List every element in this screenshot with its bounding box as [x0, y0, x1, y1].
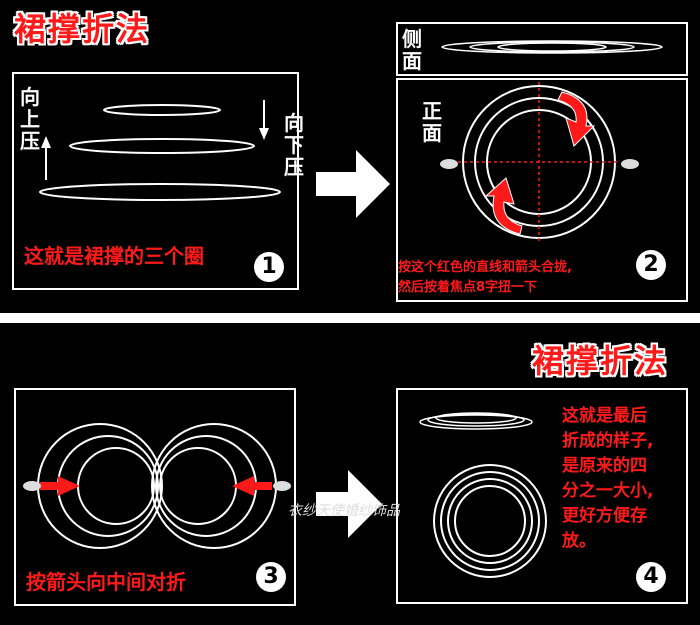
panel4-caption: 这就是最后 折成的样子, 是原来的四 分之一大小, 更好方便存 放。 [562, 406, 654, 551]
watermark-text: 衣纱天使婚纱饰品 [288, 503, 400, 519]
panel3-caption: 按箭头向中间对折 [26, 570, 186, 594]
panel-side-view [396, 22, 688, 76]
front-view-label: 正面 [422, 99, 442, 145]
panel-final-result [396, 388, 688, 604]
panel-front-view [396, 78, 688, 302]
panel-three-rings [12, 72, 299, 290]
step-number-4: 4 [636, 562, 666, 592]
section-divider [0, 313, 700, 323]
top-title: 裙撑折法 [14, 10, 151, 48]
step-number-3: 3 [256, 562, 286, 592]
step-number-2: 2 [636, 250, 666, 280]
panel2-caption-line2: 然后按着焦点8字扭一下 [398, 280, 538, 295]
panel1-caption: 这就是裙撑的三个圈 [24, 244, 204, 268]
panel2-caption-line1: 按这个红色的直线和箭头合拢, [398, 260, 572, 275]
down-press-label: 向下压 [284, 111, 304, 179]
panel-fold-in-half [14, 388, 296, 606]
side-view-label: 侧面 [402, 27, 422, 73]
step-number-1: 1 [254, 252, 284, 282]
bottom-title: 裙撑折法 [532, 342, 669, 380]
up-press-label: 向上压 [20, 85, 40, 153]
